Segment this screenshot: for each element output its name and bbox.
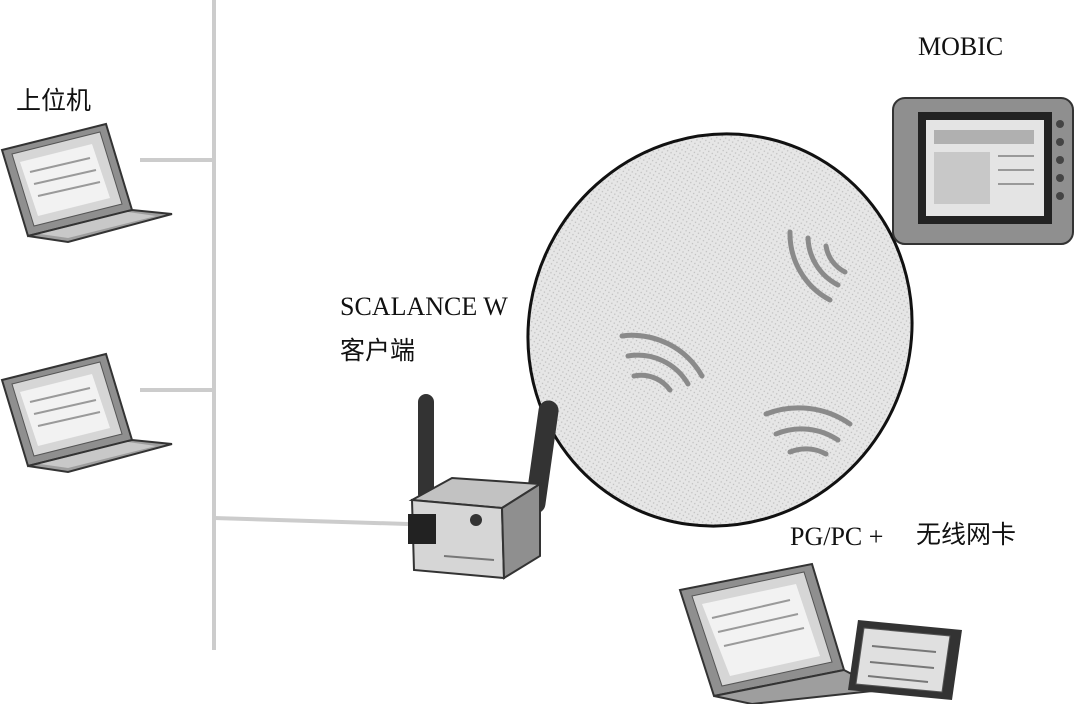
host-label: 上位机 bbox=[16, 86, 92, 115]
tablet-icon bbox=[892, 97, 1074, 245]
laptop-icon bbox=[678, 562, 886, 704]
wired-bus bbox=[140, 0, 409, 650]
pc-card-icon bbox=[848, 620, 962, 700]
access-point-icon bbox=[408, 394, 559, 580]
scalance-client-label: 客户端 bbox=[340, 336, 416, 365]
wave-group-3 bbox=[763, 405, 853, 457]
connector-port bbox=[408, 514, 436, 544]
laptop-icon bbox=[0, 352, 173, 474]
wireless-waves-icon bbox=[619, 229, 853, 457]
pgpc-label: PG/PC + bbox=[790, 522, 884, 551]
laptop-icon bbox=[0, 122, 173, 244]
wave-group-1 bbox=[787, 229, 848, 303]
mobic-label: MOBIC bbox=[918, 32, 1004, 61]
wave-group-2 bbox=[619, 332, 705, 393]
scalance-label: SCALANCE W bbox=[340, 292, 508, 321]
antenna-left bbox=[418, 394, 434, 502]
bus-branch-scalance bbox=[213, 516, 409, 526]
wireless-card-label: 无线网卡 bbox=[916, 520, 1017, 549]
